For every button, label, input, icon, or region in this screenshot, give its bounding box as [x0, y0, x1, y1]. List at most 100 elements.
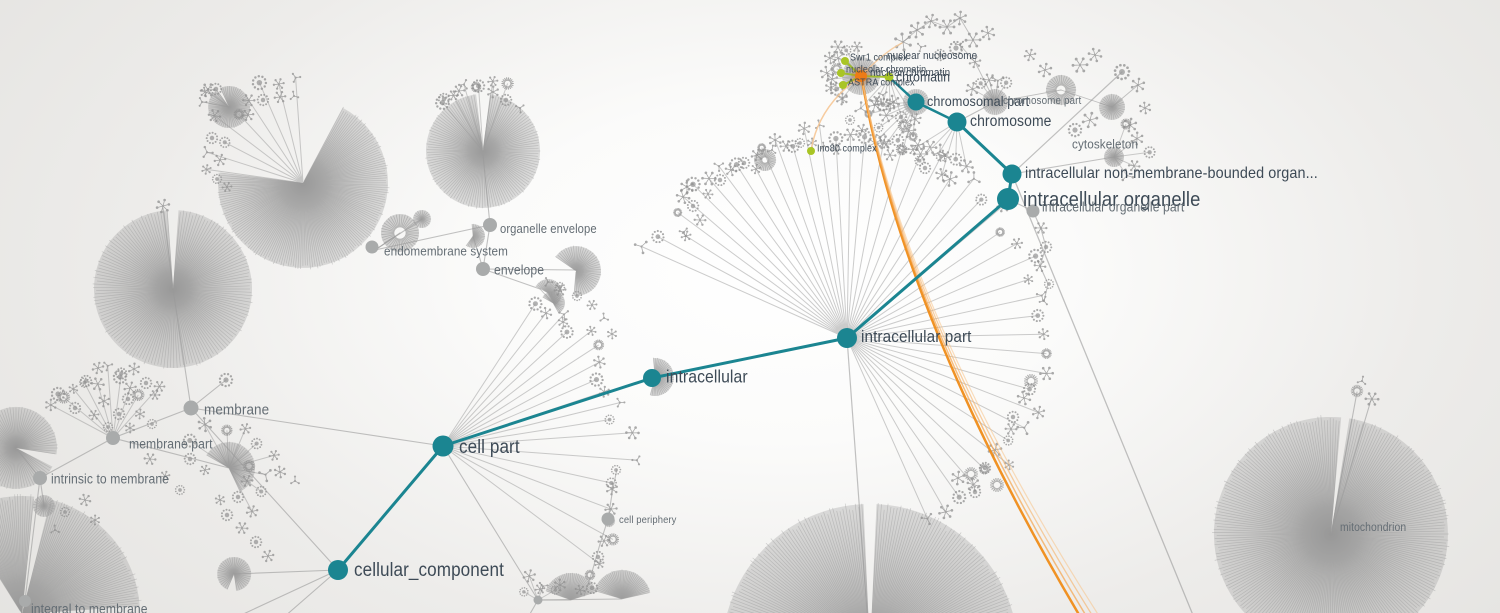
leaf-ast — [1016, 390, 1032, 406]
node-endomembrane-system[interactable] — [365, 240, 379, 254]
leaf-ast — [98, 394, 110, 408]
leaf-flower — [251, 74, 268, 91]
nodes — [19, 57, 1040, 607]
graph-edge — [1111, 84, 1139, 108]
leaf-bare — [514, 104, 525, 114]
graph-edge — [244, 569, 339, 613]
label-cellular-component[interactable]: cellular_component — [354, 560, 504, 581]
node-chromosome[interactable] — [947, 112, 967, 132]
label-chromosomal-part[interactable]: chromosomal part — [927, 93, 1030, 109]
label-chromosome-part[interactable]: chromosome part — [1003, 95, 1082, 107]
leaf-ast — [240, 475, 254, 487]
node-cell-junction[interactable] — [533, 595, 543, 605]
node-intracellular-non-membrane-bounded-organelle[interactable] — [1002, 164, 1022, 184]
node-chromosomal-part[interactable] — [907, 93, 925, 111]
node-envelope[interactable] — [476, 262, 490, 276]
label-nuclear-nucleosome[interactable]: nuclear nucleosome — [887, 50, 978, 62]
node-intrinsic-to-membrane[interactable] — [33, 471, 47, 485]
leaf-ring — [897, 119, 911, 132]
node-intracellular-organelle-part[interactable] — [1026, 204, 1040, 218]
label-nuclear-chromatin[interactable]: nuclear chromatin — [870, 67, 951, 79]
label-intracellular-organelle-part[interactable]: intracellular organelle part — [1042, 199, 1185, 215]
label-endomembrane-system[interactable]: endomembrane system — [384, 243, 508, 259]
label-integral-to-membrane[interactable]: integral to membrane — [31, 601, 148, 613]
node-astra-complex[interactable] — [839, 81, 847, 89]
leaf-flower — [255, 485, 268, 498]
label-nucleolar-chromatin[interactable]: nucleolar chromatin — [846, 64, 927, 76]
fan-disc — [727, 504, 869, 613]
leaf-bare — [1038, 295, 1048, 306]
leaf-ring — [1350, 384, 1364, 398]
leaf-flower — [59, 506, 71, 518]
label-mitochondrion[interactable]: mitochondrion — [1340, 522, 1407, 534]
leaf-flower — [112, 369, 128, 385]
node-intracellular-organelle[interactable] — [997, 188, 1019, 210]
label-intracellular-part[interactable]: intracellular part — [861, 327, 972, 346]
node-chromatin[interactable] — [884, 72, 894, 82]
leaf-bare — [50, 524, 60, 534]
leaf-ast — [155, 198, 171, 214]
node-cell-periphery[interactable] — [601, 512, 615, 526]
node-swr1-complex[interactable] — [841, 57, 849, 65]
node-membrane[interactable] — [183, 400, 199, 416]
label-envelope[interactable]: envelope — [494, 262, 545, 278]
leaf-flower — [894, 110, 908, 124]
leaf-ring — [470, 81, 482, 93]
fan-cluster — [1212, 415, 1450, 613]
leaf-ast — [557, 316, 569, 328]
graph-edge — [974, 61, 996, 103]
leaf-flower — [571, 290, 583, 302]
leaf-bare — [920, 512, 933, 526]
leaf-ast — [693, 214, 707, 226]
node-nuclear-chromatin[interactable] — [855, 70, 867, 82]
leaf-ast — [1023, 48, 1037, 62]
label-chromatin[interactable]: chromatin — [896, 69, 951, 85]
leaf-flower — [604, 414, 615, 425]
leaf-ast — [894, 32, 912, 52]
leaf-ast — [128, 362, 140, 376]
label-swr1-complex[interactable]: Swr1 complex — [850, 52, 908, 64]
label-astra-complex[interactable]: ASTRA complex — [848, 77, 915, 89]
node-ino80-complex[interactable] — [807, 147, 815, 155]
node-membrane-part[interactable] — [106, 431, 120, 445]
label-membrane[interactable]: membrane — [204, 401, 270, 419]
graph-edge — [529, 599, 539, 613]
leaf-ast — [261, 549, 275, 563]
graph-edge — [482, 268, 541, 290]
label-cytoskeleton[interactable]: cytoskeleton — [1072, 136, 1139, 152]
hub-spoke-set — [641, 124, 851, 339]
node-organelle-envelope[interactable] — [483, 218, 497, 232]
leaf-ast — [843, 128, 858, 141]
label-membrane-part[interactable]: membrane part — [129, 436, 213, 452]
label-intracellular-non-membrane-bounded-organelle[interactable]: intracellular non-membrane-bounded organ… — [1025, 165, 1318, 182]
leaf-bare — [916, 42, 927, 53]
label-cell-periphery[interactable]: cell periphery — [619, 514, 677, 526]
leaf-ast — [1122, 117, 1138, 133]
graph-edge — [994, 89, 1062, 103]
label-cell-part[interactable]: cell part — [459, 437, 520, 458]
leaf-ast — [680, 179, 694, 195]
label-ino80-complex[interactable]: Ino80 complex — [817, 143, 877, 155]
label-intrinsic-to-membrane[interactable]: intrinsic to membrane — [51, 471, 170, 487]
label-chromosome[interactable]: chromosome — [970, 113, 1052, 130]
label-intracellular[interactable]: intracellular — [666, 366, 748, 387]
hub-spoke-set — [912, 121, 967, 175]
leaf-ast — [911, 138, 925, 152]
hub-spoke-set — [972, 79, 1007, 103]
node-intracellular[interactable] — [643, 369, 661, 387]
node-integral-to-membrane[interactable] — [19, 595, 31, 607]
node-cellular-component[interactable] — [328, 560, 348, 580]
graph-edge — [112, 407, 192, 439]
node-nucleolar-chromatin[interactable] — [837, 69, 845, 77]
leaf-ast — [213, 153, 227, 167]
label-intracellular-organelle[interactable]: intracellular organelle — [1023, 188, 1201, 211]
fan-clusters — [0, 57, 1450, 613]
node-cell-part[interactable] — [432, 435, 454, 457]
label-organelle-envelope[interactable]: organelle envelope — [500, 222, 597, 236]
node-intracellular-part[interactable] — [837, 328, 857, 348]
leaf-ring — [1041, 348, 1052, 359]
leaf-bare — [457, 78, 468, 90]
leaf-flower — [519, 587, 529, 597]
